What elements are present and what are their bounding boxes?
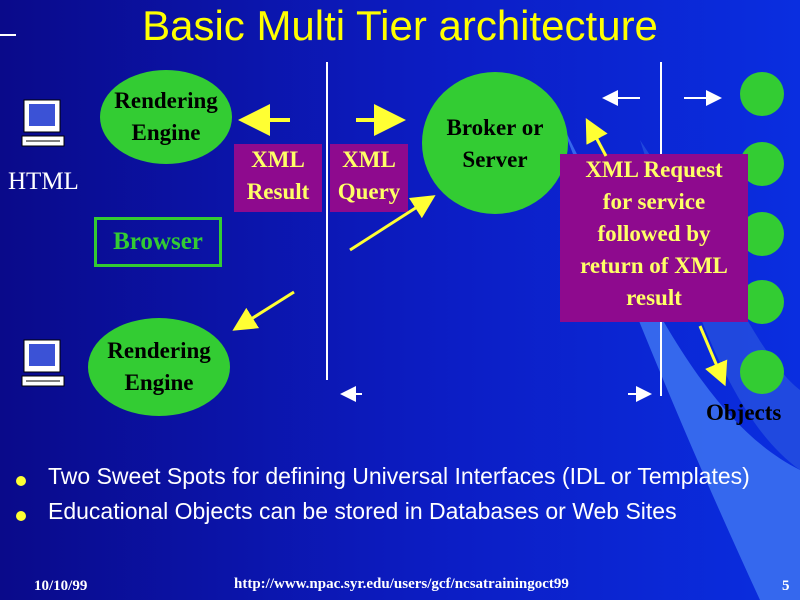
slide-title: Basic Multi Tier architecture [142,2,658,49]
arrow-request [585,118,608,157]
computer-icon [21,99,65,147]
object-circle [740,350,784,394]
page-number: 5 [782,578,790,594]
bullet-item: Educational Objects can be stored in Dat… [16,497,796,526]
rendering-engine-top: Rendering Engine [100,70,232,164]
arrow-to-objects [698,325,728,387]
object-circle [740,72,784,116]
computer-icon [21,339,65,387]
bullet-item: Two Sweet Spots for defining Universal I… [16,462,796,491]
footer-date: 10/10/99 [34,578,88,594]
arrow-query [349,195,436,252]
bullet-list: Two Sweet Spots for defining Universal I… [16,462,796,532]
xml-request-box: XML Request for service followed by retu… [560,154,748,322]
xml-query-box: XML Query [330,144,408,212]
arrow-result [232,290,295,331]
xml-result-box: XML Result [234,144,322,212]
bullet-dot [16,511,26,521]
corner-dash [0,34,16,36]
broker-server: Broker or Server [422,72,568,214]
bullet-text: Educational Objects can be stored in Dat… [48,498,677,524]
footer-url[interactable]: http://www.npac.syr.edu/users/gcf/ncsatr… [234,576,569,592]
tier-divider-left [326,62,328,380]
html-label: HTML [8,168,79,195]
bullet-dot [16,476,26,486]
rendering-engine-bottom: Rendering Engine [88,318,230,416]
bullet-text: Two Sweet Spots for defining Universal I… [48,463,750,489]
browser-box: Browser [94,217,222,267]
objects-label: Objects [706,400,782,425]
